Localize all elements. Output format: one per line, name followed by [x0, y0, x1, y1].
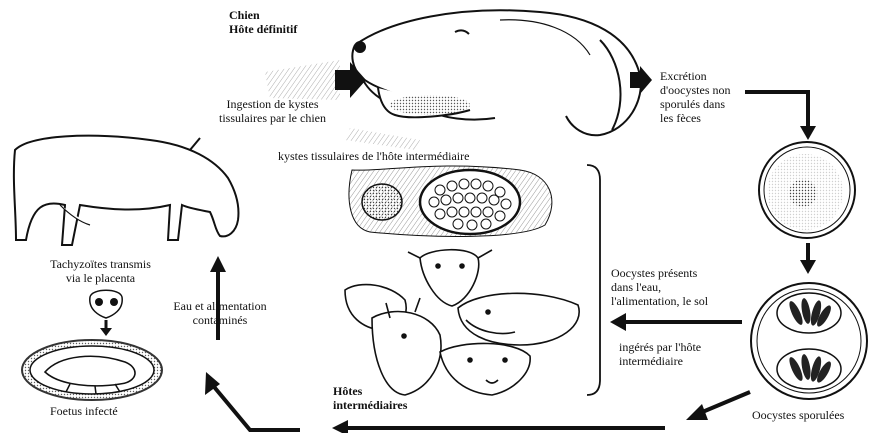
- placenta-icon: [90, 290, 122, 318]
- bottom-return-arrow: [205, 372, 665, 433]
- intermediate-hosts-line-2: intermédiaires: [333, 398, 407, 412]
- arrow-up-head: [210, 256, 226, 272]
- tachyzoites-line-2: via le placenta: [18, 271, 183, 285]
- excretion-arrow: [630, 66, 652, 94]
- intermediate-hosts-label: Hôtes intermédiaires: [333, 384, 407, 412]
- diagonal-arrow-head: [686, 404, 708, 420]
- dog-name-label: Chien: [229, 8, 260, 22]
- excretion-line-1: Excrétion: [660, 69, 731, 83]
- sporulated-oocyst: [751, 283, 867, 399]
- sporulation-arrow-head: [800, 260, 816, 274]
- oocysts-environment-label: Oocystes présents dans l'eau, l'alimenta…: [611, 266, 708, 308]
- definitive-host-label: Hôte définitif: [229, 22, 297, 36]
- intermediate-hosts-line-1: Hôtes: [333, 384, 407, 398]
- oocysts-env-line-3: l'alimentation, le sol: [611, 294, 708, 308]
- ingested-label: ingérés par l'hôte intermédiaire: [619, 340, 701, 368]
- ingestion-label: Ingestion de kystes tissulaires par le c…: [205, 97, 340, 125]
- arrow-to-oocyst: [745, 92, 808, 128]
- cyst-shading: [345, 128, 420, 150]
- oocysts-env-line-2: dans l'eau,: [611, 280, 708, 294]
- tachyzoites-line-1: Tachyzoïtes transmis: [18, 257, 183, 271]
- infected-fetus-illustration: [22, 340, 162, 400]
- infected-fetus-label: Foetus infecté: [50, 404, 118, 418]
- ingestion-line-1: Ingestion de kystes: [205, 97, 340, 111]
- water-food-line-1: Eau et alimentation: [150, 299, 290, 313]
- ingested-line-2: intermédiaire: [619, 354, 701, 368]
- tissue-cysts-label: kystes tissulaires de l'hôte intermédiai…: [278, 149, 469, 163]
- sporulated-oocysts-label: Oocystes sporulées: [752, 408, 844, 422]
- excretion-label: Excrétion d'oocystes non sporulés dans l…: [660, 69, 731, 125]
- excretion-line-2: d'oocystes non: [660, 83, 731, 97]
- ingested-line-1: ingérés par l'hôte: [619, 340, 701, 354]
- water-food-label: Eau et alimentation contaminés: [150, 299, 290, 327]
- oocysts-env-line-1: Oocystes présents: [611, 266, 708, 280]
- excretion-line-3: sporulés dans: [660, 97, 731, 111]
- cow-illustration: [14, 136, 239, 245]
- placenta-arrow-head: [100, 328, 112, 336]
- ingestion-shading: [265, 60, 340, 100]
- arrow-to-hosts-head: [610, 313, 626, 331]
- dog-head-illustration: [352, 10, 641, 135]
- diagonal-arrow-line: [700, 392, 750, 413]
- dog-tongue-shading: [390, 95, 470, 115]
- unsporulated-oocyst: [759, 142, 855, 238]
- hosts-bracket: [587, 165, 600, 395]
- intermediate-hosts-animals: [345, 250, 579, 395]
- tissue-cysts-illustration: [349, 166, 552, 237]
- water-food-line-2: contaminés: [150, 313, 290, 327]
- tachyzoites-label: Tachyzoïtes transmis via le placenta: [18, 257, 183, 285]
- excretion-line-4: les fèces: [660, 111, 731, 125]
- ingestion-line-2: tissulaires par le chien: [205, 111, 340, 125]
